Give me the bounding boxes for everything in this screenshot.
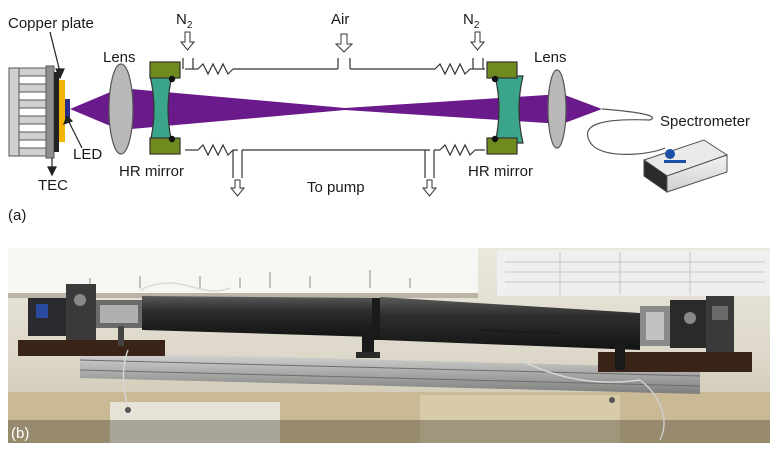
lens-left-label: Lens	[103, 49, 136, 66]
panel-a-label: (a)	[8, 207, 26, 224]
n2-inlet-right	[472, 58, 484, 69]
tec-plate	[54, 72, 59, 152]
svg-text:▬▬ ▬▬▬▬▬ ▬▬▬ ▬▬▬▬▬▬: ▬▬ ▬▬▬▬▬ ▬▬▬ ▬▬▬▬▬▬	[480, 327, 564, 336]
light-beam	[70, 88, 602, 130]
n2-inlet-left	[182, 58, 194, 69]
tec-label: TEC	[38, 177, 68, 194]
air-label: Air	[331, 11, 349, 28]
pump-outlet-right	[424, 150, 435, 178]
lens-left-icon	[108, 63, 134, 155]
n2-right-arrow-icon	[469, 31, 486, 51]
n2-left-label: N2	[176, 11, 193, 31]
led-label: LED	[73, 146, 102, 163]
pump-outlet-left	[232, 150, 243, 178]
n2-left-arrow-icon	[179, 31, 196, 51]
lens-right-label: Lens	[534, 49, 567, 66]
optical-fiber	[587, 108, 666, 155]
panel-b-photo: ▬▬ ▬▬▬▬▬ ▬▬▬ ▬▬▬▬▬▬	[8, 248, 770, 443]
hr-mirror-right-icon	[486, 61, 524, 155]
copper-plate-label: Copper plate	[8, 15, 94, 32]
gas-cell-walls	[185, 62, 485, 157]
pump-left-arrow-icon	[229, 179, 246, 197]
label-leader-lines	[47, 31, 83, 177]
hr-mirror-right-label: HR mirror	[468, 163, 533, 180]
to-pump-label: To pump	[307, 179, 365, 196]
optical-bench-photo-icon: ▬▬ ▬▬▬▬▬ ▬▬▬ ▬▬▬▬▬▬	[8, 248, 770, 443]
copper-plate	[59, 80, 65, 142]
pump-right-arrow-icon	[421, 179, 438, 197]
spectrometer-label: Spectrometer	[660, 113, 750, 130]
led-icon	[65, 99, 70, 119]
panel-b-label: (b)	[11, 425, 29, 442]
hr-mirror-left-icon	[149, 61, 181, 155]
air-arrow-icon	[334, 33, 354, 53]
air-inlet	[337, 58, 351, 69]
spectrometer-icon	[642, 139, 729, 193]
heat-sink-icon	[8, 65, 55, 159]
n2-right-label: N2	[463, 11, 480, 31]
panel-a-schematic: Copper plate Lens N2 Air N2 Lens LED TEC…	[8, 11, 750, 224]
lens-right-icon	[547, 69, 567, 149]
hr-mirror-left-label: HR mirror	[119, 163, 184, 180]
